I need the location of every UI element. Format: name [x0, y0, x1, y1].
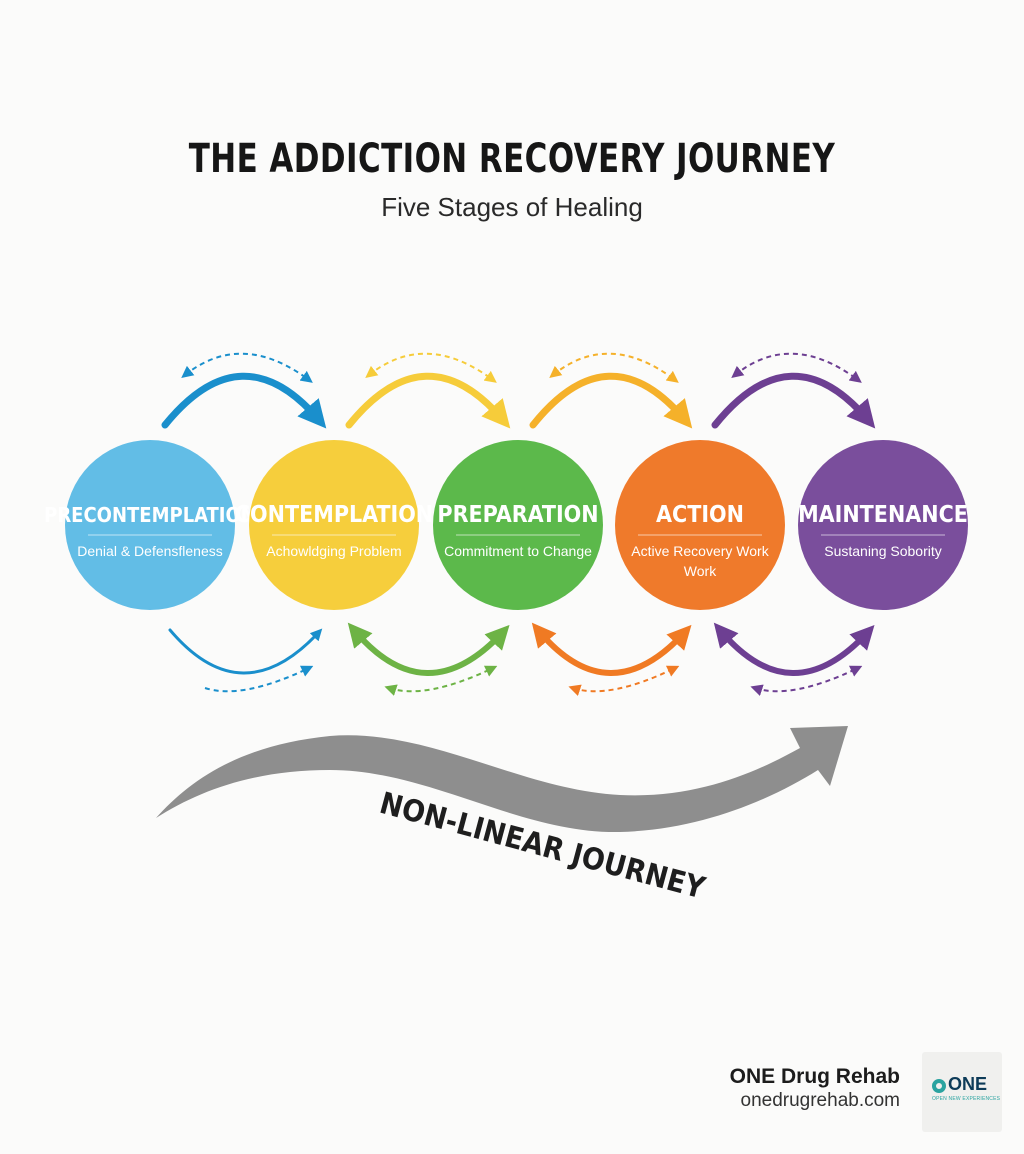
stage-description: Sustaning Sobority [824, 543, 942, 559]
dashed-relapse-arrow-icon [750, 665, 863, 696]
brand-name: ONE Drug Rehab [729, 1065, 900, 1088]
forward-arrow-icon [711, 372, 876, 429]
stage-name: CONTEMPLATION [235, 502, 433, 528]
stage-name: MAINTENANCE [798, 502, 968, 528]
diagram-subtitle: Five Stages of Healing [381, 192, 643, 222]
return-arrow-icon [347, 622, 510, 676]
stage-circle [433, 440, 603, 610]
forward-arrow-icon [161, 372, 327, 429]
dashed-relapse-arrow-icon [568, 665, 680, 696]
diagram-title: THE ADDICTION RECOVERY JOURNEY [188, 136, 836, 182]
logo-ring-icon [932, 1079, 946, 1093]
stage-maintenance: MAINTENANCE Sustaning Sobority [798, 440, 968, 610]
cycle-arrows [161, 352, 876, 696]
stage-contemplation: CONTEMPLATION Achowldging Problem [235, 440, 433, 610]
stages: PRECONTEMPLATION Denial & Defensfleness CO… [44, 440, 968, 610]
dashed-cycle-arrow-icon [731, 352, 862, 383]
stage-name: PREPARATION [437, 502, 598, 528]
stage-description: Achowldging Problem [266, 543, 401, 559]
stage-name: ACTION [656, 502, 744, 528]
dashed-cycle-arrow-icon [365, 352, 497, 383]
logo-tagline: OPEN NEW EXPERIENCES [932, 1096, 1001, 1102]
dashed-relapse-arrow-icon [204, 665, 314, 693]
dashed-cycle-arrow-icon [181, 352, 313, 383]
return-arrow-icon [713, 622, 875, 676]
stage-name: PRECONTEMPLATION [44, 503, 256, 527]
forward-arrow-icon [529, 372, 693, 429]
stage-description: Commitment to Change [444, 543, 592, 559]
stage-preparation: PREPARATION Commitment to Change [433, 440, 603, 610]
forward-arrow-icon [345, 372, 511, 429]
stage-precontemplation: PRECONTEMPLATION Denial & Defensfleness [44, 440, 256, 610]
stage-circle [798, 440, 968, 610]
brand-url[interactable]: onedrugrehab.com [740, 1090, 901, 1111]
logo-text: ONE [948, 1074, 988, 1094]
dashed-relapse-arrow-icon [384, 665, 498, 696]
dashed-cycle-arrow-icon [549, 352, 679, 383]
non-linear-journey: NON-LINEAR JOURNEY [156, 726, 848, 907]
journey-arrow-icon [156, 726, 848, 833]
stage-circle [249, 440, 419, 610]
stage-description: Denial & Defensfleness [77, 543, 223, 559]
stage-circle [65, 440, 235, 610]
brand-logo: ONE OPEN NEW EXPERIENCES [922, 1052, 1002, 1132]
return-arrow-icon [531, 622, 692, 676]
return-arrow-icon [168, 628, 323, 675]
stage-circle [615, 440, 785, 610]
